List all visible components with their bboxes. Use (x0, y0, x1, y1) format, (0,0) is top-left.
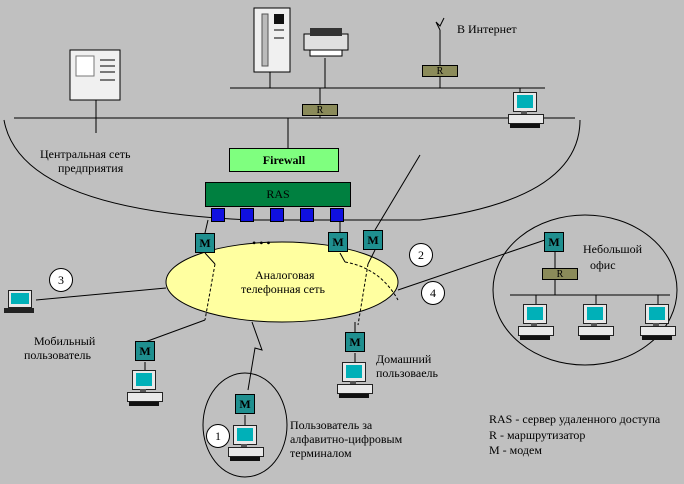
ellipsis-dots: • • • (252, 236, 271, 250)
workstation-central-icon (508, 92, 544, 130)
terminal-user-label-line2: алфавитно-цифровым (290, 432, 403, 446)
terminal-user-label-line1: Пользователь за (290, 418, 373, 432)
modem-ras-right: M (328, 232, 348, 252)
ras-block: RAS (205, 182, 351, 207)
terminal-user-label-line3: терминалом (290, 446, 352, 460)
marker-1: 1 (206, 424, 230, 448)
printer-icon (303, 28, 349, 57)
wireless-link (247, 321, 263, 391)
workstation-office-2-icon (578, 304, 614, 342)
legend-ras: RAS - сервер удаленного доступа (489, 412, 661, 426)
file-server-icon (69, 49, 121, 101)
router-office: R (542, 268, 578, 280)
analog-network-label-line2: телефонная сеть (241, 282, 326, 296)
modem-ras-left: M (195, 233, 215, 253)
legend-router: R - маршрутизатор (489, 428, 586, 442)
antenna-icon (435, 17, 445, 31)
home-user-label-line2: пользоваель (376, 366, 439, 380)
workstation-left-user-icon (127, 370, 163, 408)
central-network-label-line1: Центральная сеть (40, 147, 131, 161)
central-network-label-line2: предприятия (58, 161, 124, 175)
workstation-home-user-icon (337, 362, 373, 400)
firewall-block: Firewall (229, 148, 339, 172)
mobile-user-label-line2: пользователь (24, 348, 91, 362)
router-central: R (302, 104, 338, 116)
terminal-user-ellipse (202, 372, 288, 478)
terminal-icon (228, 425, 264, 463)
ras-port-5 (330, 208, 344, 222)
mobile-user-label-line1: Мобильный (34, 334, 96, 348)
ras-port-3 (270, 208, 284, 222)
modem-left-user: M (135, 341, 155, 361)
modem-home-user: M (345, 332, 365, 352)
marker-3: 3 (49, 268, 73, 292)
small-office-label-line2: офис (590, 258, 616, 272)
marker-4: 4 (421, 281, 445, 305)
legend-modem: M - модем (489, 443, 542, 457)
analog-network-ellipse (165, 241, 399, 323)
small-office-ellipse (492, 214, 678, 366)
modem-terminal-user: M (235, 394, 255, 414)
modem-office: M (544, 232, 564, 252)
laptop-icon (4, 290, 36, 316)
router-internet: R (422, 65, 458, 77)
workstation-office-1-icon (518, 304, 554, 342)
internet-label: В Интернет (457, 22, 517, 36)
tower-server-icon (253, 7, 291, 73)
home-user-label-line1: Домашний (376, 352, 432, 366)
analog-network-label-line1: Аналоговая (255, 268, 315, 282)
workstation-office-3-icon (640, 304, 676, 342)
ras-port-2 (240, 208, 254, 222)
modem-ras-extra: M (363, 230, 383, 250)
ras-port-1 (211, 208, 225, 222)
small-office-label-line1: Небольшой (583, 242, 643, 256)
ras-port-4 (300, 208, 314, 222)
marker-2: 2 (409, 243, 433, 267)
